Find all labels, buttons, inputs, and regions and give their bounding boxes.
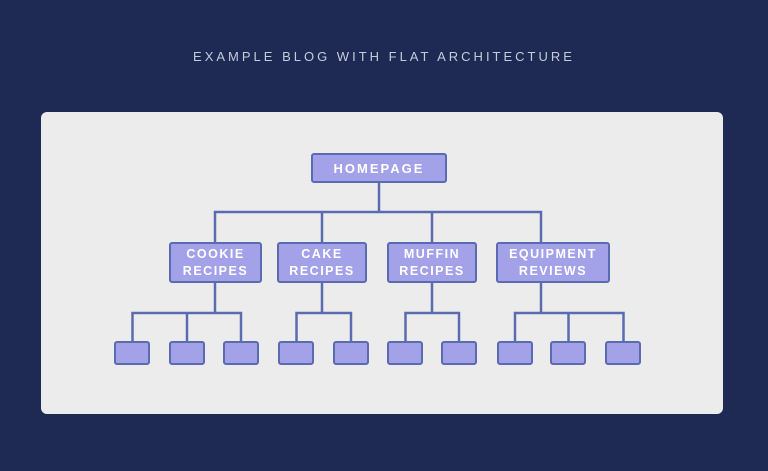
node-homepage-label: HOMEPAGE [333,160,425,176]
node-muffin-recipes: MUFFIN RECIPES [387,242,477,283]
connector-cake-to-leaves [295,283,353,341]
connector-muffin-to-leaves [404,283,461,341]
leaf-cookie-2 [169,341,205,365]
node-cake-recipes: CAKE RECIPES [277,242,367,283]
node-cookie-recipes: COOKIE RECIPES [169,242,262,283]
leaf-muffin-1 [387,341,423,365]
leaf-cake-2 [333,341,369,365]
node-cake-recipes-label: CAKE RECIPES [289,246,355,278]
leaf-muffin-2 [441,341,477,365]
connector-root-to-categories [213,183,543,242]
leaf-equipment-1 [497,341,533,365]
leaf-cookie-3 [223,341,259,365]
node-homepage: HOMEPAGE [311,153,447,183]
diagram-title: EXAMPLE BLOG WITH FLAT ARCHITECTURE [193,49,575,64]
leaf-cookie-1 [114,341,150,365]
connector-cookie-to-leaves [131,283,243,341]
connector-lines [131,183,625,341]
leaf-equipment-3 [605,341,641,365]
node-cookie-recipes-label: COOKIE RECIPES [182,246,249,278]
connector-equipment-to-leaves [513,283,625,341]
node-muffin-recipes-label: MUFFIN RECIPES [399,246,465,278]
diagram-panel: HOMEPAGE COOKIE RECIPES CAKE RECIPES MUF… [41,112,723,414]
node-equipment-reviews: EQUIPMENT REVIEWS [496,242,610,283]
leaf-equipment-2 [550,341,586,365]
node-equipment-reviews-label: EQUIPMENT REVIEWS [509,246,597,278]
leaf-cake-1 [278,341,314,365]
